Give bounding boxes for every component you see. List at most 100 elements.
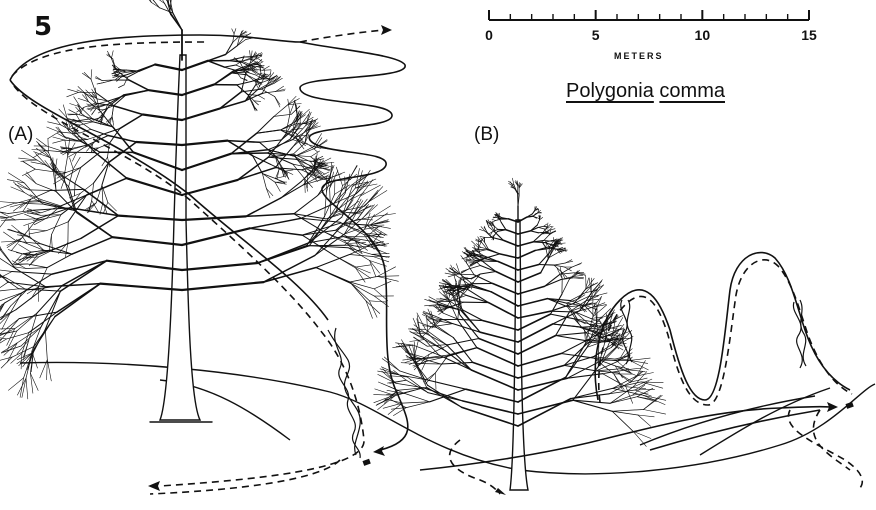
tree-twig: [232, 73, 247, 75]
tree-twig: [446, 345, 471, 371]
tree-twig: [492, 219, 496, 220]
tree-twig: [61, 261, 107, 291]
tree-b-branch: [518, 365, 564, 378]
tree-twig: [64, 156, 68, 179]
tree-twig: [315, 223, 345, 256]
tree-twig: [22, 378, 26, 397]
landing-mark-b: [845, 402, 853, 409]
tree-a-branch: [182, 282, 264, 290]
tree-twig: [301, 204, 334, 219]
tree-twig: [161, 0, 167, 1]
species-epithet: comma: [659, 80, 725, 102]
tree-twig: [21, 353, 22, 369]
tree-twig: [51, 235, 52, 252]
ground-slope-c: [700, 388, 830, 455]
tree-twig: [643, 395, 666, 400]
tree-twig: [572, 263, 582, 267]
tree-twig: [436, 328, 453, 338]
tree-twig: [26, 175, 37, 184]
species-name: Polygonia comma: [566, 80, 725, 103]
tree-twig: [488, 250, 500, 254]
tree-twig: [468, 290, 488, 303]
panel-a-label: (A): [8, 124, 33, 146]
tree-twig: [466, 295, 488, 302]
tree-twig: [46, 222, 68, 231]
tree-twig: [472, 287, 492, 292]
tree-twig: [374, 281, 391, 289]
tree-twig: [288, 99, 290, 114]
tree-a-branch: [182, 216, 246, 220]
tree-twig: [232, 29, 234, 34]
tree-twig: [275, 179, 284, 183]
tree-twig: [10, 293, 22, 314]
tree-twig: [37, 249, 55, 255]
tree-twig: [336, 167, 342, 186]
tree-twig: [258, 246, 310, 263]
tree-twig: [295, 147, 314, 157]
tree-twig: [275, 97, 280, 105]
scale-bar-unit: METERS: [614, 51, 664, 61]
tree-twig: [76, 107, 82, 114]
ground-lines: [20, 362, 875, 473]
tree-twig: [427, 388, 462, 408]
tree-a-branch: [182, 85, 214, 95]
tree-twig: [52, 261, 107, 274]
tree-twig: [635, 389, 655, 390]
tree-b-branch: [493, 284, 518, 295]
tree-twig: [556, 333, 587, 336]
tree-twig: [425, 304, 440, 305]
tree-twig: [544, 224, 547, 226]
tree-twig: [533, 213, 537, 216]
tree-twig: [16, 287, 46, 310]
tree-twig: [113, 127, 134, 152]
tree-twig: [382, 359, 399, 371]
tree-a-branch: [182, 180, 238, 195]
tree-twig: [17, 378, 26, 395]
tree-a-branch: [100, 284, 182, 290]
tree-twig: [539, 265, 554, 266]
tree-twig: [335, 256, 356, 267]
tree-twig: [0, 293, 22, 302]
tree-twig: [0, 272, 19, 289]
tree-twig: [47, 127, 59, 132]
tree-twig: [108, 202, 117, 211]
tree-twig: [369, 301, 386, 302]
tree-twig: [0, 268, 12, 271]
tree-b-branch: [518, 354, 561, 367]
tree-twig: [537, 220, 539, 225]
tree-a-branch: [182, 263, 258, 270]
tree-twig: [53, 140, 65, 143]
figure-number: 5: [34, 12, 52, 42]
tree-twig: [612, 410, 643, 412]
tree-twig: [19, 245, 31, 253]
tree-twig: [55, 284, 100, 317]
tree-twig: [36, 138, 46, 146]
tree-twig: [374, 395, 394, 396]
tree-twig: [294, 196, 318, 214]
tree-twig: [373, 206, 390, 217]
tree-twig: [564, 267, 571, 271]
tree-b-branch: [463, 401, 518, 414]
tree-twig: [618, 373, 631, 383]
tree-twig: [24, 203, 44, 204]
tree-twig: [638, 415, 654, 417]
tree-twig: [73, 157, 80, 169]
tree-twig: [67, 92, 79, 97]
tree-twig: [29, 190, 50, 191]
tree-twig: [612, 411, 638, 415]
tree-twig: [644, 410, 666, 415]
tree-twig: [350, 276, 378, 282]
tree-twig: [613, 388, 644, 395]
tree-twig: [375, 389, 394, 395]
tree-twig: [214, 71, 234, 85]
tree-twig: [28, 225, 30, 237]
tree-twig: [562, 279, 570, 294]
tree-twig: [435, 373, 436, 389]
tree-twig: [20, 378, 24, 397]
tree-twig: [4, 343, 17, 355]
tree-twig: [531, 231, 539, 233]
tree-twig: [556, 336, 586, 341]
tree-b-branch: [518, 286, 544, 294]
tree-b-branch: [518, 299, 547, 306]
